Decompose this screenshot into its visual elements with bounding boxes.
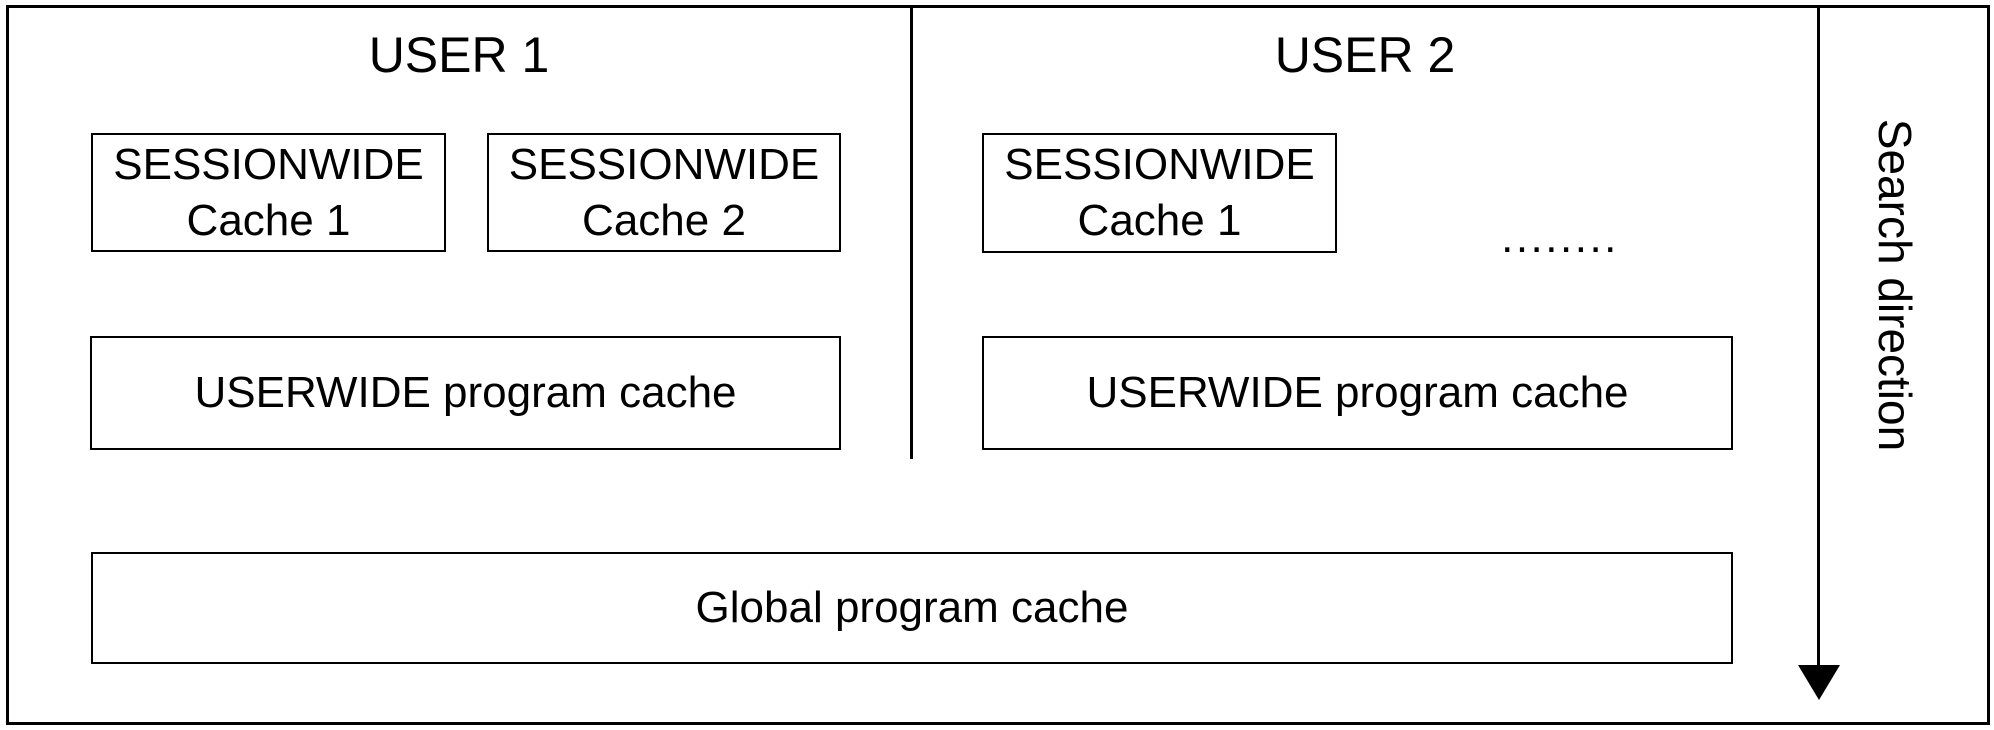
user2-section-title: USER 2 — [1274, 27, 1456, 83]
search-direction-arrow-line — [1817, 5, 1820, 665]
user2-sessionwide-cache1-label-line2: Cache 1 — [1077, 196, 1242, 245]
diagram-outer-frame — [6, 5, 1990, 725]
user2-sessionwide-cache1-box: SESSIONWIDE Cache 1 — [982, 133, 1337, 253]
user2-sessionwide-cache1-label-line1: SESSIONWIDE — [1004, 140, 1315, 189]
user1-userwide-cache-label: USERWIDE program cache — [194, 368, 737, 417]
global-program-cache-label: Global program cache — [695, 583, 1129, 632]
user1-sessionwide-cache2-label-line1: SESSIONWIDE — [508, 139, 820, 189]
user-sections-divider-line — [910, 5, 913, 459]
user1-userwide-cache-box: USERWIDE program cache — [90, 336, 841, 450]
global-program-cache-box: Global program cache — [91, 552, 1733, 664]
user1-sessionwide-cache1-label-line1: SESSIONWIDE — [113, 139, 424, 189]
user2-userwide-cache-label: USERWIDE program cache — [1086, 368, 1629, 417]
user1-sessionwide-cache1-box: SESSIONWIDE Cache 1 — [91, 133, 446, 252]
user1-sessionwide-cache1-label-line2: Cache 1 — [186, 195, 351, 245]
user1-sessionwide-cache2-label-line2: Cache 2 — [582, 195, 746, 245]
user2-userwide-cache-box: USERWIDE program cache — [982, 336, 1733, 450]
user1-sessionwide-cache2-box: SESSIONWIDE Cache 2 — [487, 133, 841, 252]
down-arrowhead-icon — [1798, 665, 1840, 700]
user2-more-caches-ellipsis: ........ — [1501, 213, 1619, 262]
user1-section-title: USER 1 — [368, 27, 550, 83]
search-direction-label: Search direction — [1869, 118, 1921, 452]
